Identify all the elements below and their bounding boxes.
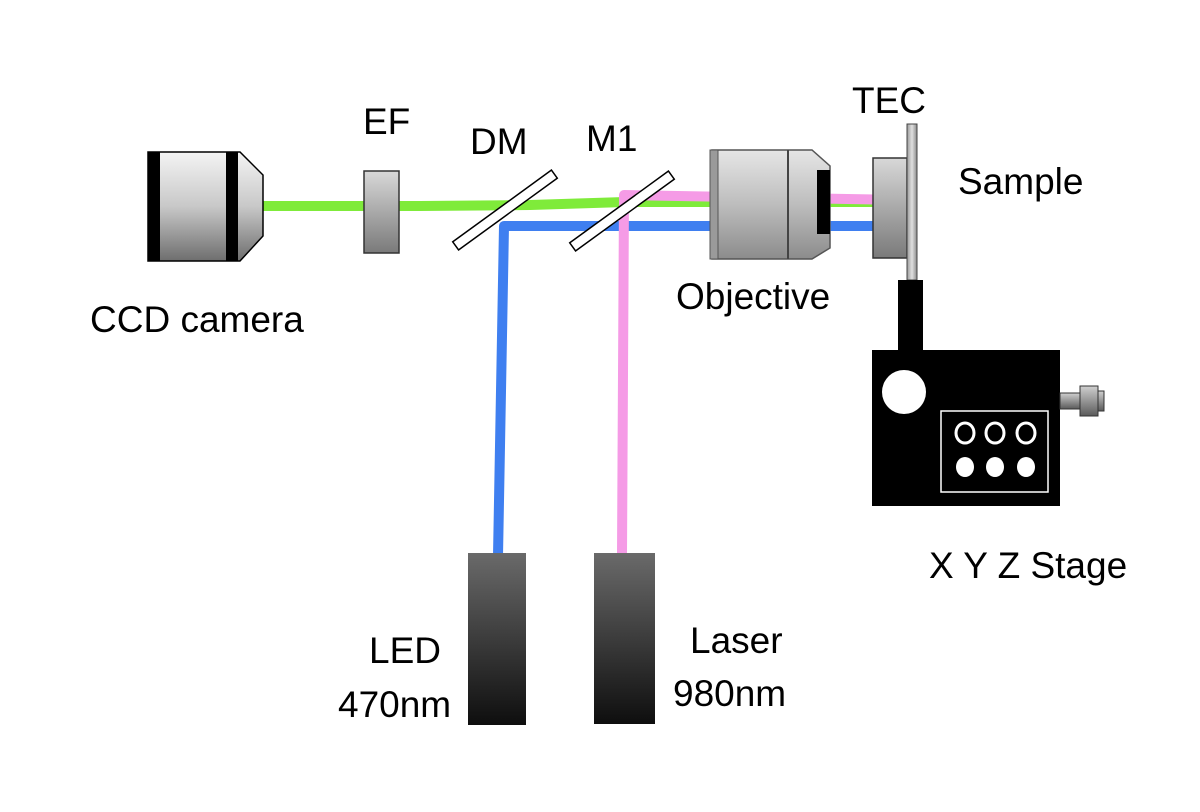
tec-element	[872, 157, 908, 259]
label-ef: EF	[363, 101, 410, 142]
label-sample: Sample	[958, 161, 1083, 202]
emission-filter	[363, 170, 400, 254]
label-led-wavelength: 470nm	[338, 684, 451, 725]
labels: EF DM M1 TEC Sample CCD camera Objective…	[90, 80, 1127, 725]
label-xyz-stage: X Y Z Stage	[929, 545, 1127, 586]
xyz-stage	[872, 280, 1105, 506]
label-m1: M1	[586, 118, 637, 159]
label-dm: DM	[470, 121, 528, 162]
label-tec: TEC	[852, 80, 926, 121]
mirror-m1	[568, 170, 676, 252]
ccd-camera	[147, 151, 264, 262]
label-objective: Objective	[676, 276, 830, 317]
laser-source	[594, 553, 655, 724]
label-ccd-camera: CCD camera	[90, 299, 304, 340]
dichroic-mirror	[451, 169, 559, 251]
label-laser-name: Laser	[690, 620, 783, 661]
sample-slide	[906, 123, 918, 281]
label-laser-wavelength: 980nm	[673, 673, 786, 714]
label-led-name: LED	[369, 630, 441, 671]
led-source	[468, 553, 526, 725]
objective-lens	[709, 149, 831, 260]
